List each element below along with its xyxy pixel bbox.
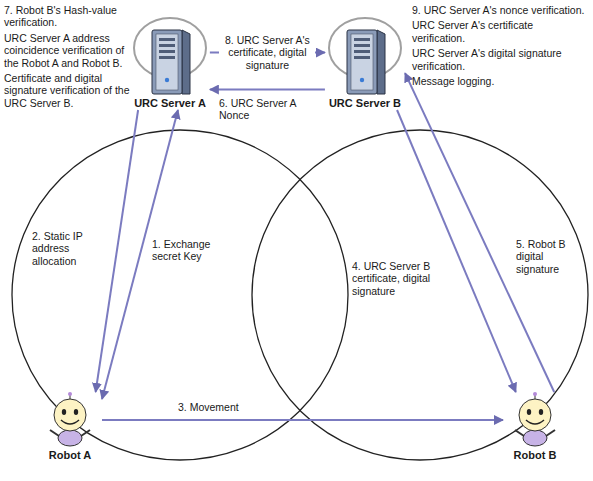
note-text: URC Server A's certificate verification.	[412, 19, 588, 44]
note-text: 7. Robot B's Hash-value verification.	[4, 4, 134, 29]
robot-node: Robot B	[503, 392, 567, 462]
message-arrow	[397, 110, 516, 392]
message-arrow	[405, 73, 554, 392]
node-label: Robot B	[507, 448, 563, 462]
note-text: 9. URC Server A's nonce verification.	[412, 4, 588, 16]
step-label: 6. URC Server A Nonce	[219, 97, 315, 122]
robot-node: Robot A	[38, 392, 102, 462]
region-circle	[12, 130, 348, 460]
node-label: Robot A	[42, 448, 98, 462]
server-node: URC Server A	[130, 28, 210, 110]
note-block: 9. URC Server A's nonce verification. URC…	[412, 4, 588, 90]
step-label: 5. Robot B digital signature	[516, 238, 574, 275]
note-text: Message logging.	[412, 75, 588, 87]
note-text: URC Server A's digital signature verific…	[412, 47, 588, 72]
server-icon	[343, 28, 387, 96]
node-label: URC Server B	[329, 96, 401, 110]
step-label: 4. URC Server B certificate, digital sig…	[352, 260, 436, 297]
step-label: 2. Static IP address allocation	[32, 230, 102, 267]
robot-icon	[507, 392, 563, 448]
note-text: Certificate and digital signature verifi…	[4, 72, 134, 109]
server-icon	[148, 28, 192, 96]
server-node: URC Server B	[325, 28, 405, 110]
message-arrow	[210, 89, 325, 91]
note-text: URC Server A address coincidence verific…	[4, 32, 134, 69]
robot-icon	[42, 392, 98, 448]
step-label: 8. URC Server A's certificate, digital s…	[219, 34, 315, 71]
node-label: URC Server A	[134, 96, 206, 110]
note-block: 7. Robot B's Hash-value verification. URC…	[4, 4, 134, 112]
step-label: 3. Movement	[178, 401, 250, 413]
step-label: 1. Exchange secret Key	[152, 238, 226, 263]
region-circle	[252, 130, 588, 460]
message-arrow	[102, 419, 503, 421]
